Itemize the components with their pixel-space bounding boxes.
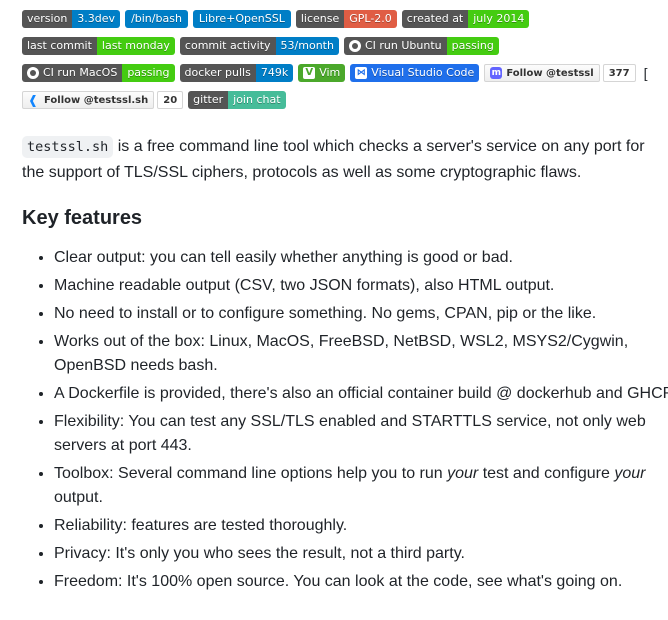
- created-badge[interactable]: created at july 2014: [401, 10, 530, 28]
- bluesky-follow-button[interactable]: ❰ Follow @testssl.sh 20: [22, 91, 184, 109]
- list-item: Works out of the box: Linux, MacOS, Free…: [54, 330, 668, 378]
- badge-row: last commit last monday commit activity …: [22, 37, 652, 55]
- list-item: Freedom: It's 100% open source. You can …: [54, 570, 668, 594]
- vim-icon: V: [303, 67, 316, 79]
- vim-badge[interactable]: V Vim: [298, 64, 346, 82]
- section-heading: Key features: [22, 207, 143, 229]
- badge-value: GPL-2.0: [344, 10, 397, 28]
- badge-label: created at: [401, 10, 469, 28]
- openssl-badge[interactable]: Libre+OpenSSL: [192, 10, 291, 28]
- intro-text: is a free command line tool which checks…: [22, 138, 645, 181]
- badge-label-group: CI run MacOS: [22, 64, 123, 82]
- badge-value: passing: [122, 64, 175, 82]
- badge-label: version: [22, 10, 73, 28]
- vscode-badge[interactable]: ⋈ Visual Studio Code: [350, 64, 480, 82]
- badge-value: last monday: [96, 37, 175, 55]
- badge-label: Libre+OpenSSL: [192, 10, 291, 28]
- badge-row: version 3.3dev /bin/bash Libre+OpenSSL l…: [22, 10, 652, 28]
- emphasis: your: [614, 465, 646, 482]
- vscode-icon: ⋈: [355, 67, 368, 79]
- badge-label: commit activity: [179, 37, 276, 55]
- badge-label: last commit: [22, 37, 97, 55]
- text-segment: Toolbox: Several command line options he…: [54, 465, 448, 482]
- tool-name-code: testssl.sh: [22, 136, 114, 158]
- badge-label: CI run Ubuntu: [364, 39, 442, 52]
- list-item: Reliability: features are tested thoroug…: [54, 514, 668, 538]
- list-item: No need to install or to configure somet…: [54, 302, 668, 326]
- badge-value: passing: [446, 37, 499, 55]
- text-segment: output.: [54, 489, 103, 506]
- badge-value: join chat: [228, 91, 286, 109]
- badge-value: july 2014: [468, 10, 530, 28]
- mastodon-follow-button[interactable]: m Follow @testssl 377: [484, 64, 636, 82]
- text-segment: test and configure: [478, 465, 615, 482]
- badge-value: 53/month: [275, 37, 339, 55]
- version-badge[interactable]: version 3.3dev: [22, 10, 121, 28]
- badge-label: Vim: [319, 66, 341, 79]
- list-item: Privacy: It's only you who sees the resu…: [54, 542, 668, 566]
- follower-count: 20: [157, 91, 184, 109]
- follow-label: Follow @testssl.sh: [44, 94, 149, 106]
- badge-label: gitter: [188, 91, 229, 109]
- badge-row: CI run MacOS passing docker pulls 749k V…: [22, 64, 652, 82]
- follow-label-group: m Follow @testssl: [484, 64, 600, 82]
- badge-label-group: V Vim: [298, 64, 346, 82]
- commit-activity-badge[interactable]: commit activity 53/month: [179, 37, 339, 55]
- follow-label: Follow @testssl: [506, 67, 594, 79]
- badge-value: 749k: [255, 64, 294, 82]
- list-item: Clear output: you can tell easily whethe…: [54, 246, 668, 270]
- badge-row: ❰ Follow @testssl.sh 20 gitter join chat: [22, 91, 652, 109]
- github-icon: [27, 67, 39, 79]
- list-item: Toolbox: Several command line options he…: [54, 462, 668, 510]
- badge-label-group: ⋈ Visual Studio Code: [350, 64, 480, 82]
- badge-value: 3.3dev: [72, 10, 121, 28]
- badge-label-group: CI run Ubuntu: [343, 37, 447, 55]
- follow-label-group: ❰ Follow @testssl.sh: [22, 91, 155, 109]
- ci-macos-badge[interactable]: CI run MacOS passing: [22, 64, 175, 82]
- list-item: Flexibility: You can test any SSL/TLS en…: [54, 410, 668, 458]
- list-item: A Dockerfile is provided, there's also a…: [54, 382, 668, 406]
- docker-pulls-badge[interactable]: docker pulls 749k: [179, 64, 294, 82]
- last-commit-badge[interactable]: last commit last monday: [22, 37, 175, 55]
- bluesky-icon: ❰: [28, 93, 39, 107]
- emphasis: your: [447, 465, 479, 482]
- badge-label: Visual Studio Code: [371, 66, 475, 79]
- ci-ubuntu-badge[interactable]: CI run Ubuntu passing: [343, 37, 499, 55]
- intro-paragraph: testssl.sh is a free command line tool w…: [22, 134, 652, 185]
- badge-label: CI run MacOS: [43, 66, 118, 79]
- badge-area: version 3.3dev /bin/bash Libre+OpenSSL l…: [22, 10, 652, 118]
- mastodon-icon: m: [490, 67, 503, 79]
- badge-label: docker pulls: [179, 64, 256, 82]
- license-badge[interactable]: license GPL-2.0: [295, 10, 397, 28]
- github-icon: [348, 40, 361, 52]
- feature-list: Clear output: you can tell easily whethe…: [22, 246, 668, 598]
- follower-count: 377: [602, 64, 636, 82]
- badge-label: license: [295, 10, 345, 28]
- bash-badge[interactable]: /bin/bash: [125, 10, 188, 28]
- list-item: Machine readable output (CSV, two JSON f…: [54, 274, 668, 298]
- stray-bracket-text: [: [643, 65, 648, 81]
- badge-label: /bin/bash: [125, 10, 188, 28]
- gitter-badge[interactable]: gitter join chat: [188, 91, 286, 109]
